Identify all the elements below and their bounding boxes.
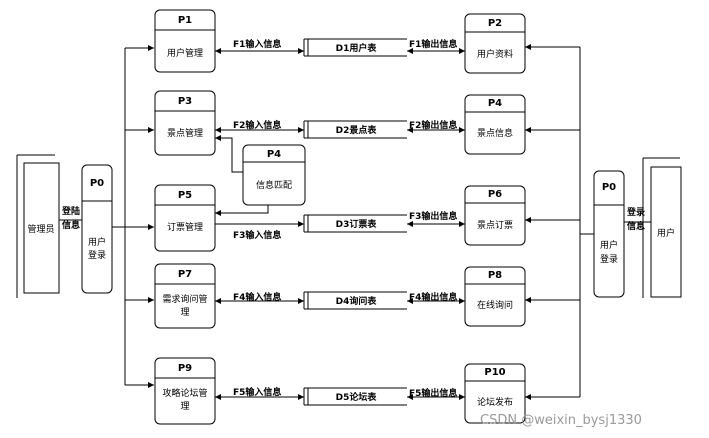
flow-label: F2输入信息 [233, 119, 281, 131]
flow-label: F3输出信息 [409, 210, 457, 222]
flow-label: F1输出信息 [409, 38, 457, 50]
flow-label: F5输出信息 [409, 387, 457, 399]
process-id: P3 [178, 96, 192, 107]
process-id: P8 [488, 270, 502, 281]
right-trunk [525, 44, 594, 400]
flow-label: F4输入信息 [233, 291, 281, 303]
process-text: 需求询问管 [162, 293, 207, 305]
left-trunk [112, 45, 154, 388]
process-p4: P4 景点信息 [464, 94, 526, 155]
admin-label: 管理员 [27, 223, 54, 235]
admin-entity: 管理员 [16, 154, 60, 298]
process-id: P0 [90, 178, 104, 189]
flow-label: F1输入信息 [233, 38, 281, 50]
connector [215, 205, 269, 216]
store-label: D2景点表 [336, 124, 378, 136]
flow-label-login-right: 信息 [627, 220, 645, 232]
flow-label: F3输入信息 [233, 229, 281, 241]
store-label: D4询问表 [336, 295, 378, 307]
process-id: P4 [267, 149, 281, 160]
process-text: 在线询问 [477, 299, 513, 311]
process-p8: P8 在线询问 [464, 266, 526, 327]
process-text: 登录 [88, 250, 106, 261]
watermark: CSDN @weixin_bysj1330 [480, 413, 642, 428]
process-text: 论坛发布 [477, 396, 513, 408]
process-id: P7 [178, 269, 192, 280]
process-p4-match: P4 信息匹配 [242, 144, 306, 206]
process-id: P2 [488, 18, 502, 29]
store-d4: D4询问表 [303, 291, 407, 310]
process-text: 信息匹配 [256, 179, 292, 191]
user-label: 用户 [657, 227, 675, 239]
process-text: 登录 [600, 254, 618, 265]
process-id: P1 [178, 15, 192, 26]
store-d2: D2景点表 [303, 120, 407, 139]
process-text: 景点信息 [477, 127, 513, 139]
process-text: 理 [180, 307, 189, 318]
flow-label: F4输出信息 [409, 291, 457, 303]
process-text: 攻略论坛管 [162, 387, 207, 399]
process-id: P9 [178, 363, 192, 374]
store-label: D3订票表 [336, 218, 378, 230]
process-text: 理 [180, 401, 189, 412]
process-text: 景点订票 [477, 220, 513, 231]
process-p6: P6 景点订票 [464, 185, 526, 246]
process-p0-left: P0 用户 登录 [81, 164, 113, 294]
process-p10: P10 论坛发布 [464, 363, 526, 424]
process-p3: P3 景点管理 [154, 90, 216, 156]
process-id: P6 [488, 189, 502, 200]
store-d3: D3订票表 [303, 214, 407, 233]
process-text: 用户资料 [477, 48, 513, 60]
process-id: P10 [484, 367, 505, 378]
process-id: P5 [178, 190, 192, 201]
flow-label-login-right: 登录 [626, 206, 645, 218]
user-entity: 用户 [642, 157, 682, 298]
process-p7: P7 需求询问管 理 [154, 263, 216, 329]
process-p2: P2 用户资料 [464, 13, 526, 74]
process-text: 用户 [88, 236, 106, 248]
process-p0-right: P0 用户 登录 [593, 170, 625, 298]
process-id: P4 [488, 98, 502, 109]
flow-label: F2输出信息 [409, 119, 457, 131]
process-text: 用户管理 [167, 47, 203, 59]
flow-label-login-left: 登陆 [61, 205, 80, 217]
process-p5: P5 订票管理 [154, 184, 216, 252]
store-label: D5论坛表 [336, 391, 378, 403]
process-p9: P9 攻略论坛管 理 [154, 357, 216, 425]
store-d1: D1用户表 [303, 38, 407, 57]
process-id: P0 [602, 182, 616, 193]
process-text: 景点管理 [167, 127, 203, 139]
store-d5: D5论坛表 [303, 387, 407, 406]
process-text: 订票管理 [167, 221, 203, 233]
process-p1: P1 用户管理 [154, 9, 216, 73]
connector [215, 135, 243, 173]
flow-label-login-left: 信息 [62, 219, 80, 231]
store-label: D1用户表 [336, 42, 378, 54]
process-text: 用户 [600, 239, 618, 251]
flow-label: F5输入信息 [233, 386, 281, 398]
